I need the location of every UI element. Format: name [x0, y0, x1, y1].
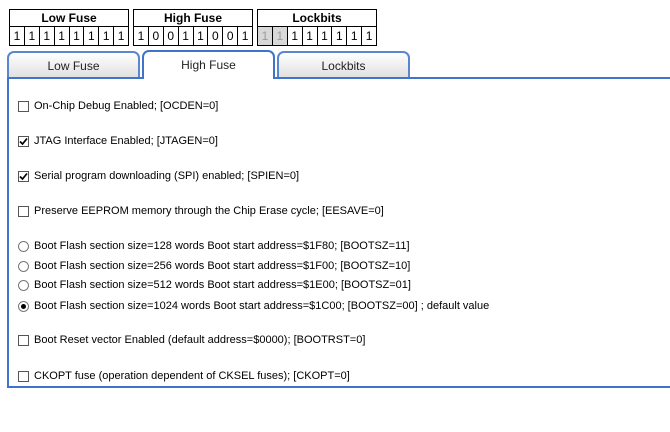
bootrst-option[interactable]: Boot Reset vector Enabled (default addre… [18, 333, 365, 347]
tab-low-fuse[interactable]: Low Fuse [7, 51, 140, 78]
lockbits-title: Lockbits [258, 10, 376, 27]
high-fuse-bit-3: 1 [194, 27, 209, 45]
jtagen-label: JTAG Interface Enabled; [JTAGEN=0] [34, 135, 218, 147]
high-fuse-bits: 1 0 0 1 1 0 0 1 [134, 27, 252, 45]
tab-high-fuse[interactable]: High Fuse [142, 50, 275, 79]
bootsz-00-radio[interactable] [18, 300, 29, 312]
bootsz-11-radio[interactable] [18, 240, 29, 252]
checkmark-icon [19, 172, 28, 180]
bootsz-01-option[interactable]: Boot Flash section size=512 words Boot s… [18, 278, 411, 292]
low-fuse-box: Low Fuse 1 1 1 1 1 1 1 1 [9, 9, 129, 46]
low-fuse-bit-0: 1 [117, 29, 125, 43]
checkmark-icon [19, 137, 28, 145]
lockbits-box: Lockbits 1 1 1 1 1 1 1 1 [257, 9, 377, 46]
bootsz-10-label: Boot Flash section size=256 words Boot s… [34, 260, 411, 272]
eesave-option[interactable]: Preserve EEPROM memory through the Chip … [18, 204, 384, 218]
bootrst-checkbox[interactable] [18, 334, 29, 346]
tab-strip-line-right [274, 77, 670, 79]
bootrst-label: Boot Reset vector Enabled (default addre… [34, 334, 366, 346]
lockbits-bit-5: 1 [288, 27, 303, 45]
ocden-label: On-Chip Debug Enabled; [OCDEN=0] [34, 100, 219, 112]
high-fuse-bit-4: 1 [179, 27, 194, 45]
high-fuse-bit-0: 1 [241, 29, 249, 43]
bootsz-10-radio[interactable] [18, 260, 29, 272]
bootsz-11-option[interactable]: Boot Flash section size=128 words Boot s… [18, 239, 410, 253]
low-fuse-bit-7: 1 [10, 27, 25, 45]
lockbits-bit-4: 1 [303, 27, 318, 45]
low-fuse-bits: 1 1 1 1 1 1 1 1 [10, 27, 128, 45]
tab-lockbits-label: Lockbits [321, 59, 366, 73]
eesave-label: Preserve EEPROM memory through the Chip … [34, 205, 384, 217]
ckopt-label: CKOPT fuse (operation dependent of CKSEL… [34, 370, 350, 382]
high-fuse-box: High Fuse 1 0 0 1 1 0 0 1 [133, 9, 253, 46]
lockbits-bit-1: 1 [347, 27, 363, 45]
spien-checkbox[interactable] [18, 170, 29, 182]
ocden-option[interactable]: On-Chip Debug Enabled; [OCDEN=0] [18, 99, 218, 113]
spien-option[interactable]: Serial program downloading (SPI) enabled… [18, 169, 299, 183]
lockbits-bit-6: 1 [272, 27, 288, 45]
low-fuse-title: Low Fuse [10, 10, 128, 27]
low-fuse-bit-1: 1 [99, 27, 115, 45]
tab-strip-line-left [7, 77, 143, 79]
high-fuse-bit-2: 0 [208, 27, 224, 45]
jtagen-checkbox[interactable] [18, 135, 29, 147]
ocden-checkbox[interactable] [18, 100, 29, 112]
spien-label: Serial program downloading (SPI) enabled… [34, 170, 300, 182]
low-fuse-bit-4: 1 [55, 27, 70, 45]
bootsz-01-label: Boot Flash section size=512 words Boot s… [34, 279, 411, 291]
bootsz-11-label: Boot Flash section size=128 words Boot s… [34, 240, 410, 252]
tab-high-fuse-label: High Fuse [181, 58, 236, 72]
lockbits-bit-3: 1 [318, 27, 333, 45]
high-fuse-bit-6: 0 [149, 27, 164, 45]
high-fuse-bit-1: 0 [223, 27, 239, 45]
high-fuse-bit-5: 0 [164, 27, 179, 45]
tab-low-fuse-label: Low Fuse [47, 59, 100, 73]
bootsz-01-radio[interactable] [18, 279, 29, 291]
tab-lockbits[interactable]: Lockbits [277, 51, 410, 78]
bootsz-00-option[interactable]: Boot Flash section size=1024 words Boot … [18, 299, 489, 313]
jtagen-option[interactable]: JTAG Interface Enabled; [JTAGEN=0] [18, 134, 218, 148]
low-fuse-bit-6: 1 [25, 27, 40, 45]
high-fuse-title: High Fuse [134, 10, 252, 27]
high-fuse-panel: On-Chip Debug Enabled; [OCDEN=0] JTAG In… [7, 77, 670, 388]
eesave-checkbox[interactable] [18, 205, 29, 217]
low-fuse-bit-2: 1 [84, 27, 100, 45]
bootsz-00-label: Boot Flash section size=1024 words Boot … [34, 300, 490, 312]
lockbits-bit-0: 1 [365, 29, 373, 43]
low-fuse-bit-5: 1 [40, 27, 55, 45]
lockbits-bit-7: 1 [258, 27, 273, 45]
lockbits-bits: 1 1 1 1 1 1 1 1 [258, 27, 376, 45]
lockbits-bit-2: 1 [332, 27, 348, 45]
low-fuse-bit-3: 1 [70, 27, 85, 45]
ckopt-checkbox[interactable] [18, 370, 29, 382]
high-fuse-bit-7: 1 [134, 27, 149, 45]
ckopt-option[interactable]: CKOPT fuse (operation dependent of CKSEL… [18, 369, 350, 383]
bootsz-10-option[interactable]: Boot Flash section size=256 words Boot s… [18, 259, 410, 273]
